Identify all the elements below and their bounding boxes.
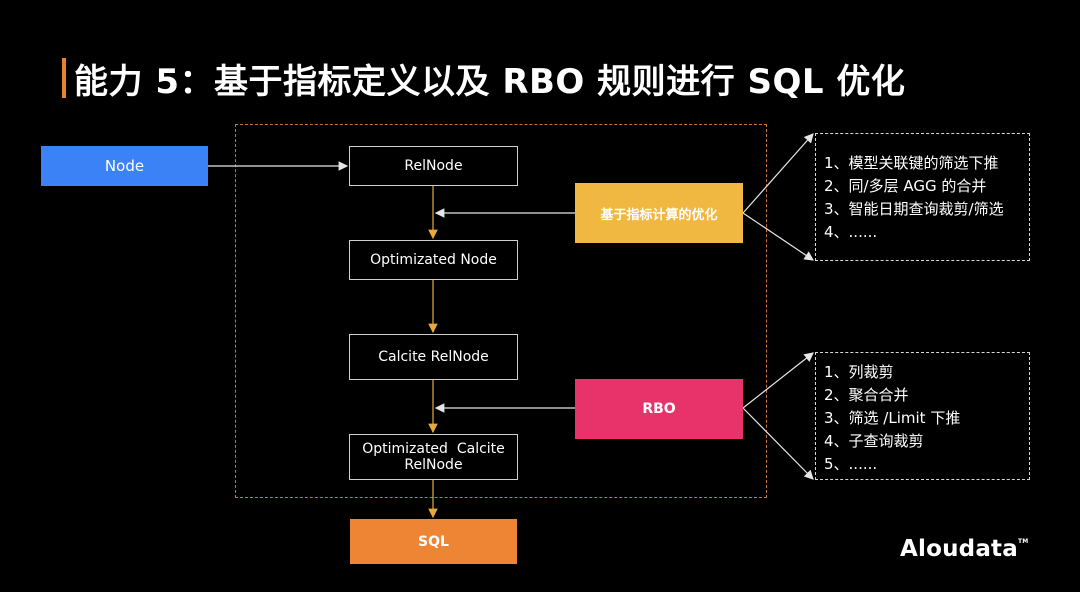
optimized-calcite-line2: RelNode — [404, 457, 463, 473]
arrow-rbo-to-list-top — [742, 352, 814, 409]
list-item: 2、同/多层 AGG 的合并 — [824, 177, 987, 195]
arrow-rbo-to-list-bottom — [742, 407, 814, 480]
optimization-scope-frame — [235, 124, 767, 498]
list-item: 1、列裁剪 — [824, 363, 894, 381]
rbo-rules-list: 1、列裁剪 2、聚合合并 3、筛选 /Limit 下推 4、子查询裁剪 5、..… — [815, 352, 1030, 480]
trademark-mark: TM — [1017, 538, 1029, 545]
list-item: 5、...... — [824, 455, 878, 473]
title-accent-bar — [62, 58, 66, 98]
list-item: 3、智能日期查询裁剪/筛选 — [824, 200, 1004, 218]
list-item: 4、子查询裁剪 — [824, 432, 924, 450]
metric-optimization-box: 基于指标计算的优化 — [575, 183, 743, 243]
list-item: 4、...... — [824, 223, 878, 241]
logo-text: Aloudata — [900, 536, 1018, 562]
sql-output-box: SQL — [350, 519, 517, 564]
rbo-box: RBO — [575, 379, 743, 439]
list-item: 1、模型关联键的筛选下推 — [824, 154, 999, 172]
metric-rules-list: 1、模型关联键的筛选下推 2、同/多层 AGG 的合并 3、智能日期查询裁剪/筛… — [815, 133, 1030, 261]
relnode-box: RelNode — [349, 146, 518, 186]
optimized-calcite-line1: Optimizated Calcite — [362, 441, 505, 457]
optimized-calcite-relnode-box: Optimizated Calcite RelNode — [349, 434, 518, 480]
input-node: Node — [41, 146, 208, 186]
aloudata-logo: AloudataTM — [900, 536, 1028, 562]
optimized-node-box: Optimizated Node — [349, 240, 518, 280]
list-item: 2、聚合合并 — [824, 386, 909, 404]
list-item: 3、筛选 /Limit 下推 — [824, 409, 961, 427]
calcite-relnode-box: Calcite RelNode — [349, 334, 518, 380]
arrow-metric-to-list-bottom — [742, 212, 814, 261]
arrow-metric-to-list-top — [742, 133, 814, 214]
page-title: 能力 5：基于指标定义以及 RBO 规则进行 SQL 优化 — [74, 62, 906, 102]
